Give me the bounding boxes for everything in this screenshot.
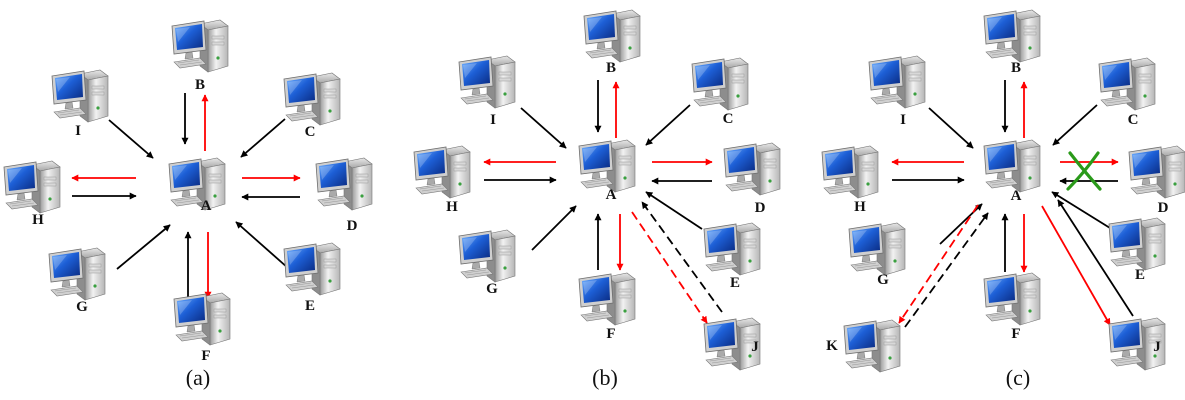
- panel-a-edge-e-to-a: [235, 221, 289, 269]
- panel-b-computer-icon-f: [578, 272, 636, 326]
- panel-b-node-label-a: A: [606, 187, 617, 203]
- panel-a-computer-icon-d: [315, 157, 373, 211]
- panel-a-node-label-d: D: [347, 218, 358, 234]
- panel-a-computer-icon-e: [283, 242, 341, 296]
- panel-b-computer-icon-g: [458, 229, 516, 283]
- panel-c-node-label-h: H: [854, 199, 866, 215]
- panel-c-edge-k-to-a: [904, 212, 989, 328]
- panel-b-node-label-j: J: [751, 339, 759, 355]
- panel-b-computer-icon-c: [691, 57, 749, 111]
- panel-b-computer-icon-b: [583, 9, 641, 63]
- panel-c-computer-icon-f: [983, 272, 1041, 326]
- panel-c-edge-i-to-a: [928, 107, 974, 149]
- panel-c-node-label-j: J: [1153, 339, 1161, 355]
- panel-b-edge-i-to-a: [520, 107, 567, 149]
- panel-c-node-label-e: E: [1135, 267, 1145, 283]
- nodes-layer: A B C D E F G H I A B C D E F G H I J A B C D E F G H I J K: [3, 9, 1185, 373]
- panel-b-node-label-d: D: [755, 200, 766, 216]
- panel-a-node-label-g: G: [76, 299, 88, 315]
- panel-c-node-label-a: A: [1011, 188, 1022, 204]
- marks-layer: [1066, 151, 1102, 191]
- panel-c-edge-c-to-a: [1052, 104, 1098, 146]
- panel-c-computer-icon-j: [1108, 317, 1166, 371]
- panel-b-node-label-f: F: [606, 326, 615, 342]
- panel-b-node-label-e: E: [730, 275, 740, 291]
- panel-c-computer-icon-a: [983, 139, 1041, 193]
- panel-a-computer-icon-h: [3, 160, 61, 214]
- panel-a-node-label-f: F: [201, 348, 210, 364]
- panel-a-computer-icon-f: [173, 292, 231, 346]
- panel-b-edge-e-to-a: [645, 191, 703, 230]
- panel-b-node-label-g: G: [486, 281, 498, 297]
- panel-c-node-label-d: D: [1158, 200, 1169, 216]
- panel-c-computer-icon-e: [1108, 217, 1166, 271]
- panel-c-edge-e-to-a: [1051, 191, 1111, 229]
- panel-a-edge-c-to-a: [240, 118, 286, 158]
- edges-layer: [71, 80, 1134, 328]
- panel-b-computer-icon-j: [703, 317, 761, 371]
- captions-layer: (a) (b) (c): [186, 365, 1030, 390]
- panel-a-edge-g-to-a: [116, 224, 171, 270]
- panel-a-node-label-b: B: [195, 77, 205, 93]
- panel-c-caption: (c): [1006, 365, 1030, 390]
- panel-b-node-label-h: H: [446, 199, 458, 215]
- panel-c-computer-icon-i: [868, 55, 926, 109]
- panel-a-node-label-i: I: [75, 123, 81, 139]
- panel-a-computer-icon-a: [168, 157, 226, 211]
- panel-c-computer-icon-c: [1098, 57, 1156, 111]
- panel-c-edge-a-to-k: [898, 204, 979, 324]
- panel-a-computer-icon-b: [171, 19, 229, 73]
- panel-c-edge-j-to-a: [1057, 199, 1134, 317]
- panel-c-computer-icon-g: [848, 222, 906, 276]
- panel-c-node-label-b: B: [1011, 60, 1021, 76]
- panel-b-computer-icon-d: [723, 142, 781, 196]
- panel-c-broken-link-x-mark: [1066, 151, 1102, 191]
- panel-c-node-label-k: K: [826, 338, 838, 354]
- panel-a-node-label-e: E: [305, 298, 315, 314]
- panel-c-node-label-f: F: [1011, 326, 1020, 342]
- panel-c-computer-icon-k: [843, 319, 901, 373]
- panel-b-node-label-b: B: [606, 60, 616, 76]
- panel-b-computer-icon-e: [703, 222, 761, 276]
- panel-a-caption: (a): [186, 365, 210, 390]
- panel-a-node-label-a: A: [201, 198, 212, 214]
- panel-c-computer-icon-b: [983, 9, 1041, 63]
- panel-a-computer-icon-i: [51, 69, 109, 123]
- panel-c-node-label-i: I: [900, 112, 906, 128]
- panel-b-edge-a-to-j: [631, 211, 708, 324]
- panel-b-node-label-i: I: [490, 112, 496, 128]
- panel-c-computer-icon-h: [821, 145, 879, 199]
- panel-a-node-label-c: C: [305, 124, 316, 140]
- panel-a-node-label-h: H: [32, 212, 44, 228]
- panel-b-computer-icon-i: [458, 55, 516, 109]
- panel-c-node-label-c: C: [1128, 112, 1139, 128]
- panel-a-computer-icon-c: [283, 72, 341, 126]
- panel-b-computer-icon-a: [578, 139, 636, 193]
- panel-c-node-label-g: G: [877, 272, 889, 288]
- panel-a-edge-i-to-a: [108, 119, 154, 159]
- panel-b-caption: (b): [592, 365, 618, 390]
- panel-b-edge-j-to-a: [641, 201, 723, 313]
- panel-b-node-label-c: C: [723, 111, 734, 127]
- panel-b-edge-c-to-a: [645, 104, 691, 146]
- panel-b-edge-g-to-a: [531, 205, 577, 251]
- panel-b-computer-icon-h: [413, 145, 471, 199]
- panel-c-edge-a-to-j: [1041, 205, 1111, 326]
- panel-a-computer-icon-g: [48, 247, 106, 301]
- panel-c-computer-icon-d: [1128, 145, 1185, 199]
